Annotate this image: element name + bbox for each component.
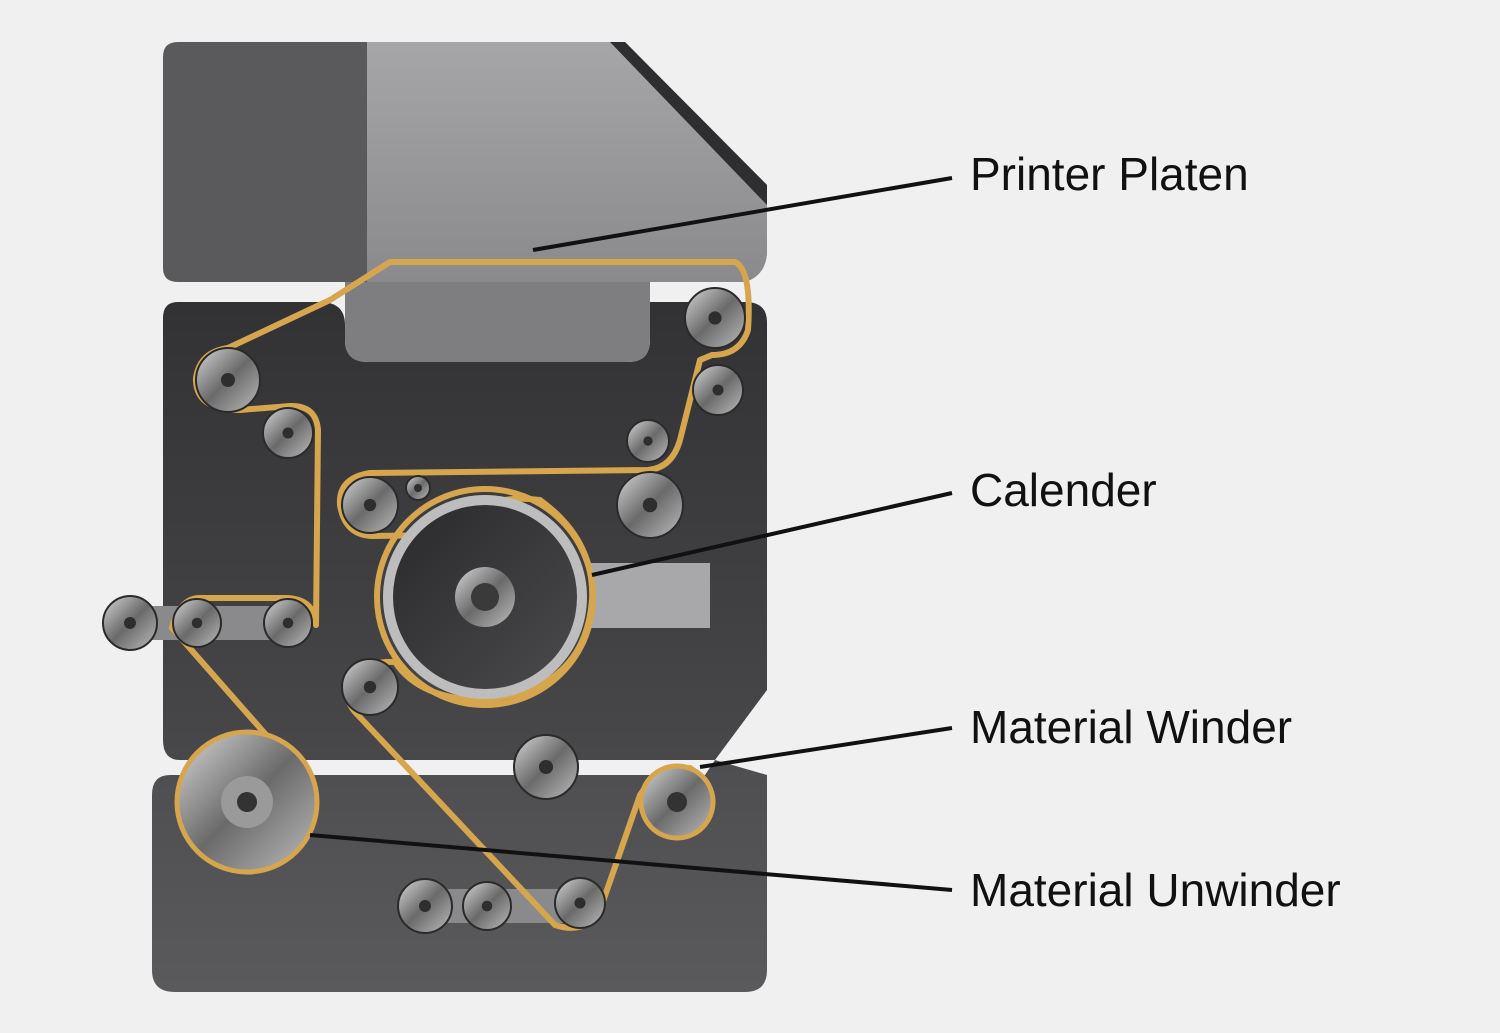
printer-platen-block: [367, 42, 767, 282]
roller-axle: [363, 680, 377, 694]
roller-axle: [712, 384, 724, 396]
roller-axle: [124, 617, 136, 629]
label-material-winder: Material Winder: [970, 701, 1293, 753]
roller-axle: [538, 759, 554, 775]
roller-axle: [414, 484, 422, 492]
roller-axle: [708, 311, 722, 325]
roller-axle: [642, 497, 658, 513]
leader-lines: [309, 176, 953, 892]
calender-roller: [374, 486, 596, 708]
leader-printer-platen: [532, 176, 953, 252]
calender-bracket: [590, 563, 710, 628]
roller-axle: [643, 436, 653, 446]
unwinder-axle: [237, 792, 257, 812]
roller-axle: [481, 900, 493, 912]
calender-axle: [471, 583, 499, 611]
roller-axle: [282, 427, 294, 439]
leader-calender: [591, 491, 953, 577]
roller-axle: [419, 900, 431, 912]
label-calender: Calender: [970, 464, 1157, 516]
leader-material-winder: [699, 726, 953, 769]
roller-axle: [574, 897, 586, 909]
platen-lower-block: [345, 282, 650, 362]
roller-axle: [363, 498, 377, 512]
platen-edge: [610, 42, 767, 205]
label-printer-platen: Printer Platen: [970, 148, 1249, 200]
winder-axle: [667, 792, 687, 812]
idler-rollers: [102, 287, 746, 934]
label-material-unwinder: Material Unwinder: [970, 864, 1341, 916]
roller-axle: [220, 372, 236, 388]
roller-axle: [191, 617, 203, 629]
roller-axle: [282, 617, 294, 629]
leader-material-unwinder: [309, 833, 953, 892]
